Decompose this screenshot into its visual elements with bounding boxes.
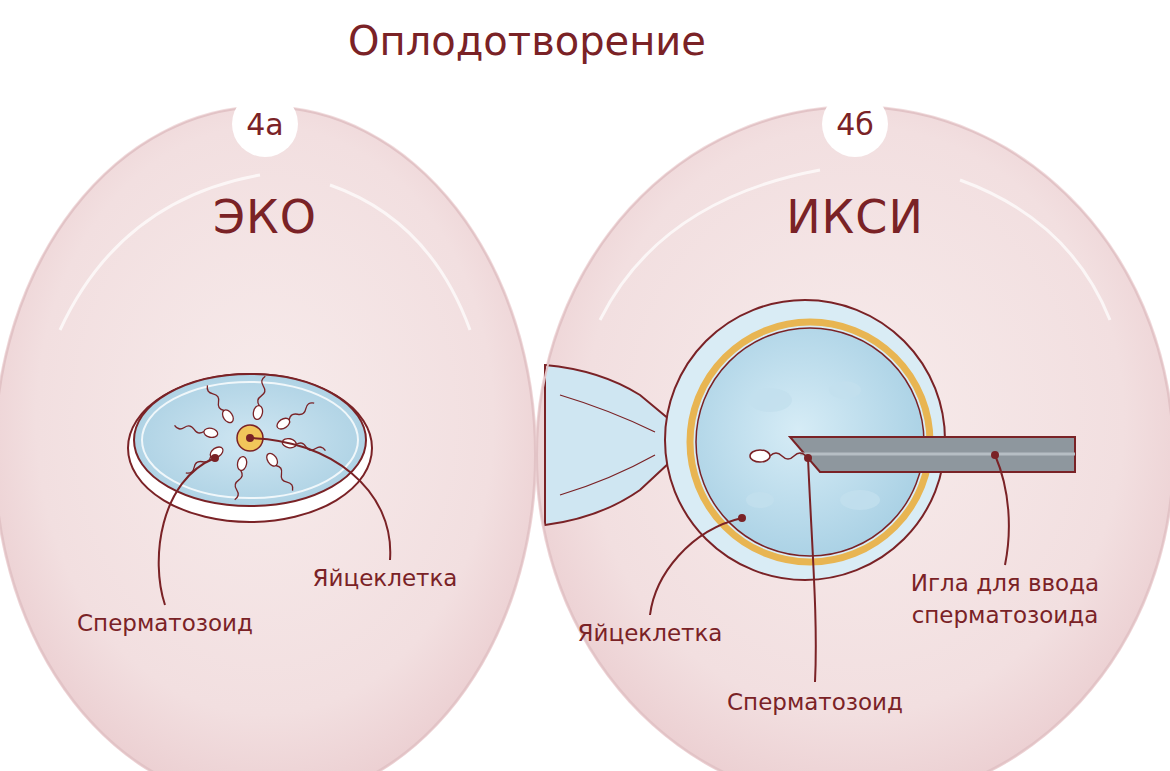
part-label: Сперматозоид: [40, 607, 290, 639]
title: Оплодотворение: [0, 18, 1054, 64]
leader-line: [159, 435, 1009, 682]
part-label: Яйцеклетка: [555, 617, 745, 649]
method-heading: ИКСИ: [535, 190, 1170, 244]
holding-pipette: [545, 365, 670, 525]
sphere-ground: [535, 105, 1170, 771]
sphere-node: 4бИКСИ: [535, 105, 1170, 771]
sphere-ground: [0, 105, 537, 771]
part-label: Яйцеклетка: [290, 562, 480, 594]
sphere-node: 4аЭКО: [0, 105, 537, 771]
callout-number: 4а: [232, 91, 298, 157]
injected-sperm: [750, 450, 806, 462]
part-label: Игла для ввода сперматозоида: [885, 567, 1125, 631]
method-heading: ЭКО: [0, 190, 537, 244]
part-label: Сперматозоид: [690, 686, 940, 718]
petri-dish: [128, 374, 372, 522]
callout-number: 4б: [822, 91, 888, 157]
injection-needle: [790, 437, 1075, 472]
